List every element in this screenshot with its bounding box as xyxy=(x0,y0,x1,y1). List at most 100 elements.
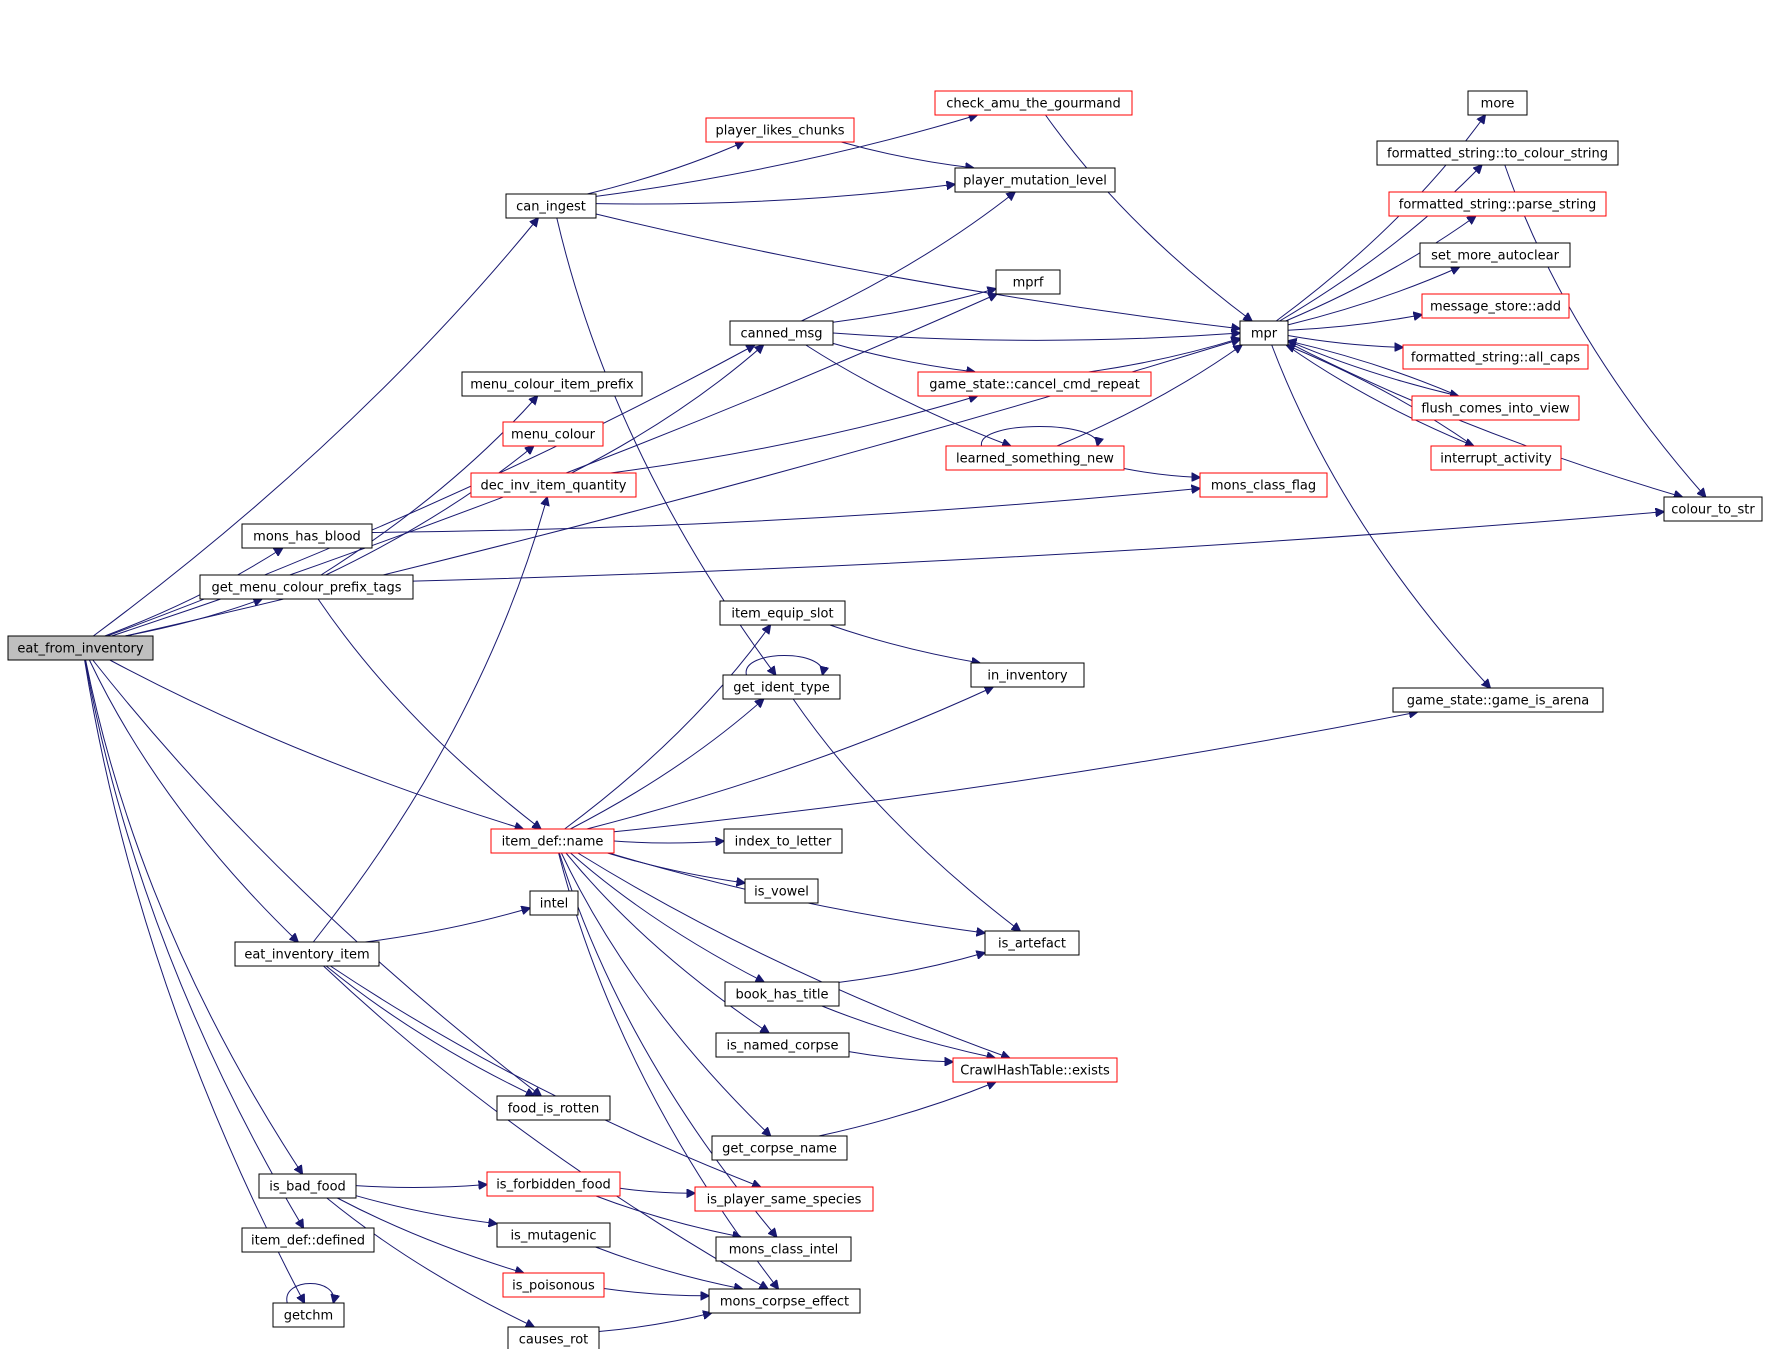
edge-get_ident_type-to-is_artefact xyxy=(792,698,1020,931)
edge-mpr-to-message_store_add xyxy=(1287,315,1422,331)
node-label: getchm xyxy=(284,1309,333,1324)
node-flush_comes_into_view[interactable]: flush_comes_into_view xyxy=(1411,395,1580,421)
node-mons_class_intel[interactable]: mons_class_intel xyxy=(715,1236,852,1262)
node-label: colour_to_str xyxy=(1671,503,1755,518)
node-getchm[interactable]: getchm xyxy=(272,1302,345,1328)
node-box xyxy=(1421,293,1570,319)
node-intel[interactable]: intel xyxy=(529,890,579,916)
node-player_mutation_level[interactable]: player_mutation_level xyxy=(954,167,1116,193)
edge-get_menu_colour_prefix_tags-to-menu_colour xyxy=(325,446,534,576)
edge-is_bad_food-to-causes_rot xyxy=(326,1197,534,1327)
node-box xyxy=(723,828,843,854)
node-item_equip_slot[interactable]: item_equip_slot xyxy=(719,600,846,626)
node-check_amu_the_gourmand[interactable]: check_amu_the_gourmand xyxy=(934,90,1133,116)
node-learned_something_new[interactable]: learned_something_new xyxy=(945,445,1125,471)
node-item_def_name[interactable]: item_def::name xyxy=(490,828,615,854)
node-is_mutagenic[interactable]: is_mutagenic xyxy=(496,1222,611,1248)
node-box xyxy=(1376,140,1619,166)
node-item_def_defined[interactable]: item_def::defined xyxy=(241,1227,375,1253)
node-mons_class_flag[interactable]: mons_class_flag xyxy=(1199,472,1328,498)
node-box xyxy=(461,371,643,397)
edge-flush_comes_into_view-to-mpr xyxy=(1288,341,1459,397)
edge-item_equip_slot-to-in_inventory xyxy=(829,624,980,663)
edge-book_has_title-to-crawlhashtable_exists xyxy=(821,1005,995,1058)
node-mpr[interactable]: mpr xyxy=(1239,320,1289,346)
node-interrupt_activity[interactable]: interrupt_activity xyxy=(1430,445,1562,471)
node-box xyxy=(507,1326,600,1349)
edge-interrupt_activity-to-mpr xyxy=(1286,345,1474,447)
edge-mons_has_blood-to-mons_class_flag xyxy=(371,488,1200,533)
node-label: game_state::cancel_cmd_repeat xyxy=(929,378,1140,393)
node-is_vowel[interactable]: is_vowel xyxy=(744,878,819,904)
edge-eat_from_inventory-to-mons_has_blood xyxy=(104,548,283,637)
edge-learned_something_new-to-learned_something_new xyxy=(981,426,1097,447)
edge-canned_msg-to-mprf xyxy=(832,289,996,323)
edge-mpr-to-gs_game_is_arena xyxy=(1271,344,1491,688)
node-menu_colour[interactable]: menu_colour xyxy=(502,421,604,447)
edge-eat_from_inventory-to-is_bad_food xyxy=(85,659,303,1174)
node-label: is_mutagenic xyxy=(510,1229,596,1244)
node-mprf[interactable]: mprf xyxy=(995,269,1061,295)
node-box xyxy=(715,1032,850,1058)
node-box xyxy=(234,941,380,967)
node-box xyxy=(258,1173,357,1199)
node-get_corpse_name[interactable]: get_corpse_name xyxy=(711,1135,848,1161)
node-causes_rot[interactable]: causes_rot xyxy=(507,1326,600,1349)
edges-layer xyxy=(84,115,1706,1332)
node-label: player_likes_chunks xyxy=(715,124,844,139)
node-label: is_player_same_species xyxy=(707,1193,862,1208)
node-box xyxy=(952,1057,1118,1083)
node-label: mons_class_intel xyxy=(729,1243,838,1258)
node-box xyxy=(719,600,846,626)
node-label: is_artefact xyxy=(998,937,1066,952)
node-more[interactable]: more xyxy=(1467,90,1528,116)
node-fs_parse_string[interactable]: formatted_string::parse_string xyxy=(1388,191,1607,217)
node-gs_cancel_cmd_repeat[interactable]: game_state::cancel_cmd_repeat xyxy=(917,371,1152,397)
edge-book_has_title-to-is_artefact xyxy=(838,953,985,983)
node-gs_game_is_arena[interactable]: game_state::game_is_arena xyxy=(1392,687,1604,713)
node-mons_has_blood[interactable]: mons_has_blood xyxy=(241,523,373,549)
node-is_poisonous[interactable]: is_poisonous xyxy=(502,1272,605,1298)
node-get_menu_colour_prefix_tags[interactable]: get_menu_colour_prefix_tags xyxy=(199,574,414,600)
node-box xyxy=(1411,395,1580,421)
node-label: mons_has_blood xyxy=(253,530,361,545)
node-box xyxy=(708,1288,861,1314)
node-eat_from_inventory[interactable]: eat_from_inventory xyxy=(7,635,154,661)
node-is_artefact[interactable]: is_artefact xyxy=(984,930,1080,956)
node-box xyxy=(945,445,1125,471)
edge-item_def_name-to-in_inventory xyxy=(586,687,993,830)
edge-item_def_name-to-crawlhashtable_exists xyxy=(577,852,1010,1058)
node-player_likes_chunks[interactable]: player_likes_chunks xyxy=(705,117,855,143)
node-is_player_same_species[interactable]: is_player_same_species xyxy=(694,1186,874,1212)
node-canned_msg[interactable]: canned_msg xyxy=(729,320,834,346)
node-colour_to_str[interactable]: colour_to_str xyxy=(1663,496,1763,522)
node-box xyxy=(496,1095,611,1121)
node-dec_inv_item_quantity[interactable]: dec_inv_item_quantity xyxy=(470,472,637,498)
node-box xyxy=(1663,496,1763,522)
node-menu_colour_item_prefix[interactable]: menu_colour_item_prefix xyxy=(461,371,643,397)
node-set_more_autoclear[interactable]: set_more_autoclear xyxy=(1419,242,1571,268)
node-is_named_corpse[interactable]: is_named_corpse xyxy=(715,1032,850,1058)
node-label: is_named_corpse xyxy=(727,1039,839,1054)
node-in_inventory[interactable]: in_inventory xyxy=(970,662,1085,688)
node-fs_to_colour_string[interactable]: formatted_string::to_colour_string xyxy=(1376,140,1619,166)
node-message_store_add[interactable]: message_store::add xyxy=(1421,293,1570,319)
node-food_is_rotten[interactable]: food_is_rotten xyxy=(496,1095,611,1121)
node-get_ident_type[interactable]: get_ident_type xyxy=(722,674,841,700)
node-crawlhashtable_exists[interactable]: CrawlHashTable::exists xyxy=(952,1057,1118,1083)
node-is_forbidden_food[interactable]: is_forbidden_food xyxy=(486,1171,621,1197)
node-mons_corpse_effect[interactable]: mons_corpse_effect xyxy=(708,1288,861,1314)
edge-item_def_name-to-get_corpse_name xyxy=(560,852,770,1136)
node-book_has_title[interactable]: book_has_title xyxy=(724,981,840,1007)
edge-item_def_name-to-is_vowel xyxy=(607,852,746,883)
node-eat_inventory_item[interactable]: eat_inventory_item xyxy=(234,941,380,967)
node-label: mons_class_flag xyxy=(1211,479,1316,494)
node-can_ingest[interactable]: can_ingest xyxy=(505,193,597,219)
node-fs_all_caps[interactable]: formatted_string::all_caps xyxy=(1402,344,1589,370)
node-index_to_letter[interactable]: index_to_letter xyxy=(723,828,843,854)
node-box xyxy=(984,930,1080,956)
node-is_bad_food[interactable]: is_bad_food xyxy=(258,1173,357,1199)
node-label: is_bad_food xyxy=(269,1180,346,1195)
node-box xyxy=(724,981,840,1007)
edge-eat_from_inventory-to-food_is_rotten xyxy=(92,659,541,1096)
